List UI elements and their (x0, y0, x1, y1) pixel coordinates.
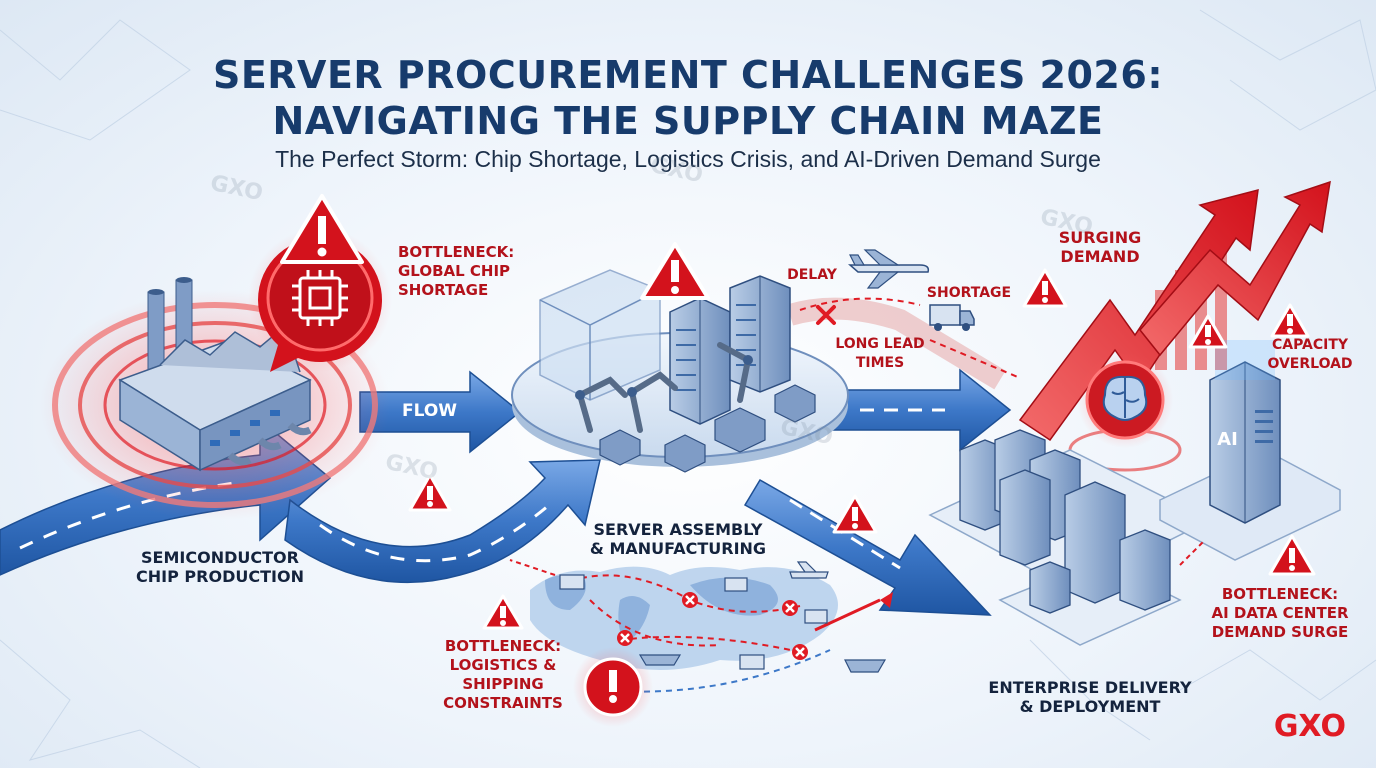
chip-shortage-bubble (248, 194, 392, 372)
transport-route (786, 297, 1021, 390)
brand-logo: GXO (1273, 709, 1346, 744)
warning-icon (573, 647, 653, 727)
bottleneck-chip-line: SHORTAGE (398, 281, 489, 299)
stage-label-line: & MANUFACTURING (589, 539, 767, 558)
warning-icon (408, 473, 452, 512)
stage-label-line: CHIP PRODUCTION (136, 567, 304, 586)
surging-demand-line: DEMAND (1060, 247, 1140, 266)
warning-icon (1268, 534, 1316, 576)
warning-icon (280, 194, 364, 264)
shortage-label: SHORTAGE (926, 285, 1012, 301)
bottleneck-ai-line: AI DATA CENTER (1211, 604, 1349, 622)
brain-icon (1068, 352, 1182, 472)
bottleneck-ai-line: DEMAND SURGE (1211, 623, 1349, 641)
bottleneck-chip-label: BOTTLENECK: GLOBAL CHIP SHORTAGE (398, 243, 528, 300)
ai-badge: AI (1217, 429, 1238, 450)
bottleneck-logistics-label: BOTTLENECK: LOGISTICS & SHIPPING CONSTRA… (428, 637, 578, 713)
warning-icon (1188, 314, 1228, 349)
page-title-line-1: SERVER PROCUREMENT CHALLENGES 2026: (212, 53, 1164, 97)
delivery-city (928, 429, 1212, 646)
warning-icon (1270, 303, 1310, 338)
truck-icon (559, 574, 828, 670)
bottleneck-logistics-line: CONSTRAINTS (443, 694, 563, 712)
long-lead-line: LONG LEAD (835, 336, 925, 352)
long-lead-times-label: LONG LEAD TIMES (830, 335, 930, 373)
capacity-overload-line: OVERLOAD (1267, 356, 1353, 372)
bottleneck-logistics-line: BOTTLENECK: (444, 637, 562, 655)
page-subtitle: The Perfect Storm: Chip Shortage, Logist… (275, 146, 1101, 172)
bottleneck-logistics-line: SHIPPING (462, 675, 544, 693)
world-map-icon (509, 559, 893, 693)
surging-demand-line: SURGING (1058, 228, 1142, 247)
chip-icon (292, 270, 348, 326)
bottleneck-logistics-line: LOGISTICS & (449, 656, 557, 674)
stage-chip-production-label: SEMICONDUCTOR CHIP PRODUCTION (110, 548, 330, 586)
flow-arrow-assembly-down (743, 478, 992, 616)
surging-demand-arrows (1018, 180, 1331, 442)
capacity-overload-label: CAPACITY OVERLOAD (1255, 336, 1365, 374)
bottleneck-chip-line: GLOBAL CHIP (398, 262, 511, 280)
bottleneck-ai-demand-label: BOTTLENECK: AI DATA CENTER DEMAND SURGE (1195, 585, 1365, 642)
warning-icon (482, 594, 524, 630)
warning-icon (832, 494, 878, 534)
cross-mark-icon (617, 592, 808, 660)
capacity-overload-line: CAPACITY (1271, 337, 1349, 353)
delay-label: DELAY (787, 267, 837, 283)
stage-label-line: SEMICONDUCTOR (141, 548, 299, 567)
warning-icon (1022, 268, 1068, 308)
background-network (0, 9, 1376, 768)
stage-delivery-label: ENTERPRISE DELIVERY & DEPLOYMENT (970, 678, 1210, 716)
stage-label-line: & DEPLOYMENT (1019, 697, 1161, 716)
flow-label: FLOW (402, 401, 458, 421)
cross-mark-icon (816, 305, 836, 325)
cleanroom (539, 269, 661, 401)
stage-label-line: ENTERPRISE DELIVERY (988, 678, 1192, 697)
bottleneck-chip-line: BOTTLENECK: (398, 243, 515, 261)
surging-demand-label: SURGING DEMAND (1050, 228, 1150, 266)
assembly-platform (511, 242, 849, 473)
bottleneck-ai-line: BOTTLENECK: (1221, 585, 1339, 603)
stage-assembly-label: SERVER ASSEMBLY & MANUFACTURING (568, 520, 788, 558)
page-title-line-2: NAVIGATING THE SUPPLY CHAIN MAZE (272, 99, 1104, 143)
long-lead-line: TIMES (855, 355, 905, 371)
ship-icon (638, 654, 887, 673)
airplane-icon (789, 561, 829, 579)
factory-icon (118, 277, 312, 472)
warning-icon (640, 242, 710, 300)
airplane-icon (848, 249, 930, 289)
stage-label-line: SERVER ASSEMBLY (593, 520, 763, 539)
truck-icon (929, 304, 975, 331)
flow-arrow-assembly-right (829, 368, 1012, 452)
